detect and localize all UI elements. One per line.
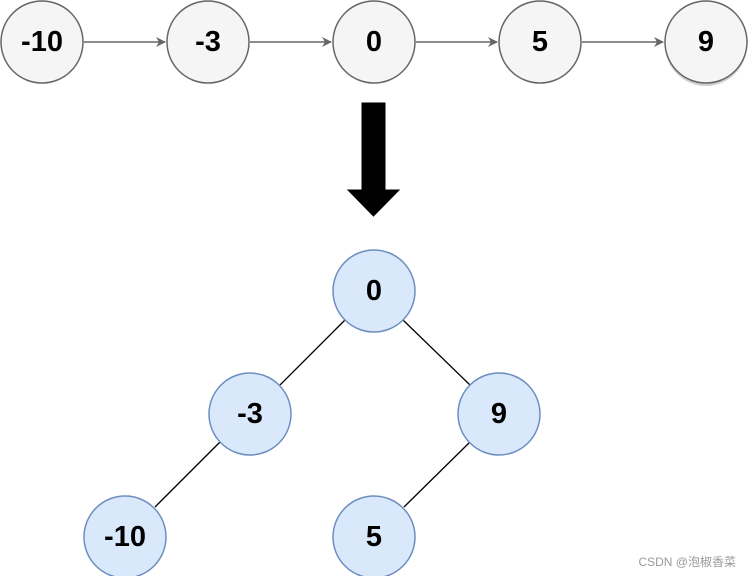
list-node-label: 5 bbox=[532, 26, 548, 58]
tree-edge bbox=[403, 441, 471, 508]
tree-node-right: 9 bbox=[457, 372, 541, 456]
tree-node-right-left: 5 bbox=[332, 495, 416, 576]
tree-edge bbox=[279, 319, 346, 386]
list-node: 9 bbox=[664, 0, 748, 86]
tree-node-label: 9 bbox=[491, 398, 507, 430]
list-node-label: -10 bbox=[21, 26, 63, 58]
list-node-label: 0 bbox=[366, 26, 382, 58]
tree-node-label: -3 bbox=[237, 398, 263, 430]
list-node: -3 bbox=[166, 0, 250, 84]
tree-node-left: -3 bbox=[208, 372, 292, 456]
tree-edges bbox=[154, 319, 471, 508]
watermark: CSDN @泡椒香菜 bbox=[638, 555, 736, 569]
tree-edge bbox=[402, 319, 471, 386]
linked-list: -10 -3 0 5 9 bbox=[0, 0, 748, 86]
list-node-label: 9 bbox=[698, 26, 714, 58]
list-node: 0 bbox=[332, 0, 416, 84]
tree-node-root: 0 bbox=[332, 249, 416, 333]
tree-node-label: 5 bbox=[366, 521, 382, 553]
binary-search-tree: 0 -3 9 -10 5 bbox=[83, 249, 541, 576]
tree-edge bbox=[154, 441, 221, 508]
list-node: -10 bbox=[0, 0, 84, 84]
tree-node-label: -10 bbox=[104, 521, 146, 553]
transform-arrow-icon bbox=[346, 102, 401, 217]
list-node: 5 bbox=[498, 0, 582, 84]
tree-node-label: 0 bbox=[366, 275, 382, 307]
tree-node-left-left: -10 bbox=[83, 495, 167, 576]
list-node-label: -3 bbox=[195, 26, 221, 58]
